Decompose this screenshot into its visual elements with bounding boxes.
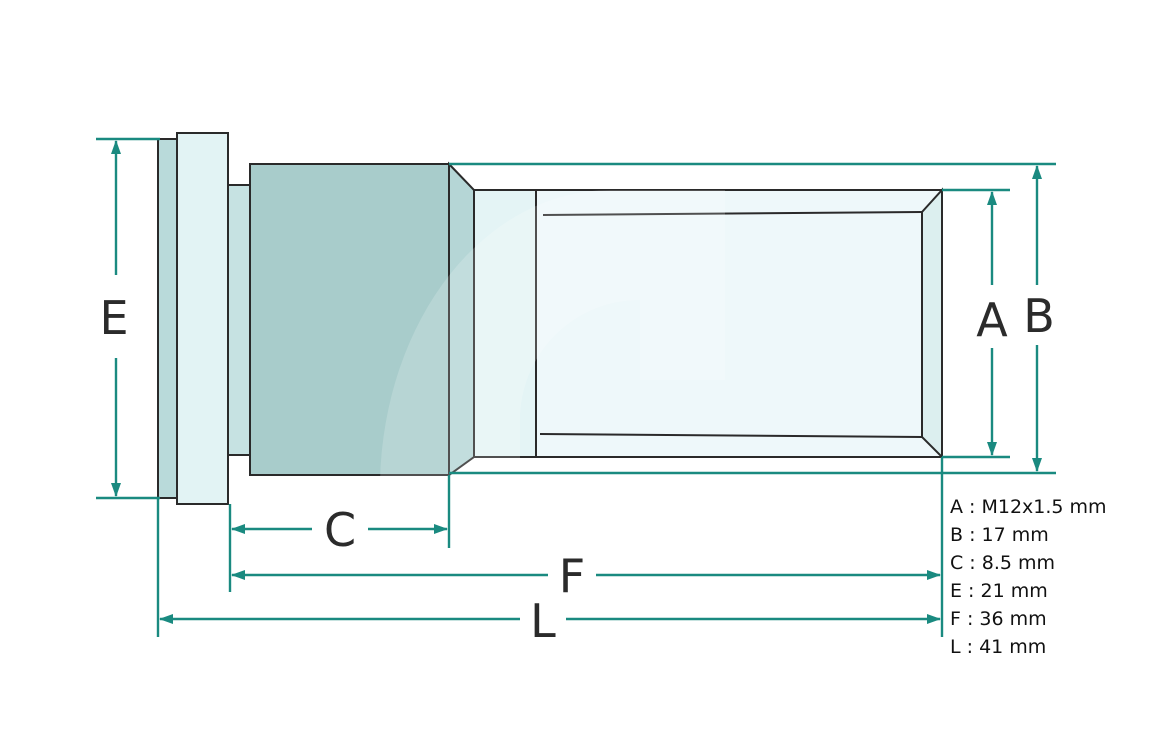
spec-list: A : M12x1.5 mm B : 17 mm C : 8.5 mm E : … (950, 496, 1107, 658)
stud-neck (227, 184, 252, 456)
dim-label-e: E (99, 291, 128, 345)
dimension-lines (96, 137, 1056, 637)
stud-head-flange (176, 132, 229, 505)
spec-c: C : 8.5 mm (950, 552, 1055, 574)
dim-label-l: L (530, 594, 556, 648)
spec-b: B : 17 mm (950, 524, 1049, 546)
spec-l: L : 41 mm (950, 636, 1046, 658)
stud-shank (473, 189, 537, 458)
stud-thread-chamfer (921, 187, 943, 460)
spec-a: A : M12x1.5 mm (950, 496, 1107, 518)
watermark (380, 189, 725, 481)
dim-label-b: B (1023, 289, 1055, 343)
spec-e: E : 21 mm (950, 580, 1048, 602)
dim-label-c: C (324, 503, 356, 557)
stud-head-ring (157, 138, 179, 499)
thread-bottom-line (539, 433, 923, 438)
stud-drawing (157, 132, 943, 505)
spec-f: F : 36 mm (950, 608, 1047, 630)
dim-label-a: A (976, 293, 1008, 347)
thread-top-line (542, 211, 923, 216)
dim-label-f: F (559, 549, 585, 603)
